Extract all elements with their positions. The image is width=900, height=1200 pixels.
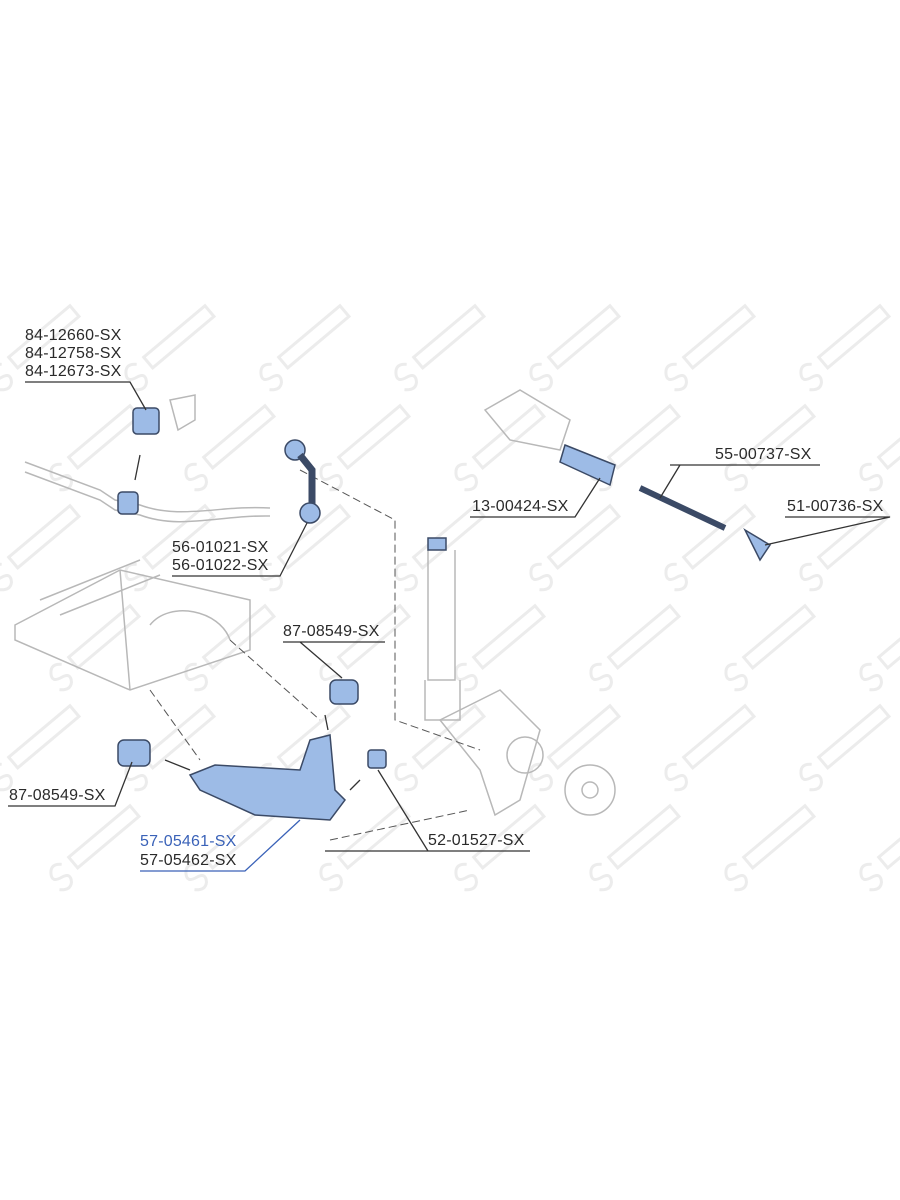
watermark-logo-mark [664,703,757,792]
watermark-logo-mark [394,703,487,792]
watermark-logo-mark [454,803,547,892]
watermark-logo-mark [589,803,682,892]
stab-link-rod [297,452,316,505]
watermark-logo-mark [664,303,757,392]
part-number-label: 52-01527-SX [428,832,525,849]
watermark-logo-mark [394,503,487,592]
ball-joint [367,749,387,769]
watermark-logo-mark [859,803,900,892]
part-number-label: 84-12758-SX [25,345,122,362]
part-number-label: 13-00424-SX [472,498,569,515]
watermark-logo-mark [529,703,622,792]
watermark-logo-mark [0,303,82,392]
control-arm [188,734,346,821]
watermark-logo-mark [724,803,817,892]
assembly-dashed-lines [149,469,481,841]
part-number-label: 57-05462-SX [140,852,237,869]
watermark-logo-mark [0,703,82,792]
stabilizer-bushing-installed [117,491,139,515]
watermark-logo-mark [124,303,217,392]
part-number-label: 84-12673-SX [25,363,122,380]
watermark-logo-mark [49,603,142,692]
leader-lines [8,381,891,872]
watermark-logo-mark [664,503,757,592]
part-number-label: 87-08549-SX [283,623,380,640]
stab-link-bottom [299,502,321,524]
watermark-logo-mark [454,403,547,492]
steering-boot [559,443,616,487]
highlighted-parts [117,407,772,821]
watermark-logo-mark [724,603,817,692]
part-number-label: 51-00736-SX [787,498,884,515]
part-number-label-highlighted: 57-05461-SX [140,833,237,850]
watermark-logo-mark [724,403,817,492]
watermark-logo-mark [0,503,82,592]
watermark-logo-mark [529,503,622,592]
watermark-logo-mark [259,503,352,592]
stabilizer-bushing [132,407,160,435]
strut-mount [427,537,447,551]
watermark-logo-mark [799,703,892,792]
watermark-logo-mark [859,403,900,492]
watermark-logo-mark [319,403,412,492]
watermark-logo-mark [394,303,487,392]
part-number-label: 84-12660-SX [25,327,122,344]
watermark-logo-mark [589,603,682,692]
part-number-label: 56-01022-SX [172,557,269,574]
watermark-logo-mark [859,603,900,692]
part-number-label: 56-01021-SX [172,539,269,556]
watermark-logo-mark [454,603,547,692]
arm-bushing-upper [329,679,359,705]
watermark-logo-mark [799,303,892,392]
watermark-logo-mark [184,403,277,492]
watermark-logo-mark [529,303,622,392]
watermark-logo-mark [184,603,277,692]
watermark-logo-mark [799,503,892,592]
part-number-label: 55-00737-SX [715,446,812,463]
watermark-logo-mark [49,803,142,892]
tie-rod [638,485,727,531]
tie-rod-end [743,528,772,562]
part-number-label: 87-08549-SX [9,787,106,804]
arm-bushing-left [117,739,151,767]
watermark-logo-mark [259,303,352,392]
